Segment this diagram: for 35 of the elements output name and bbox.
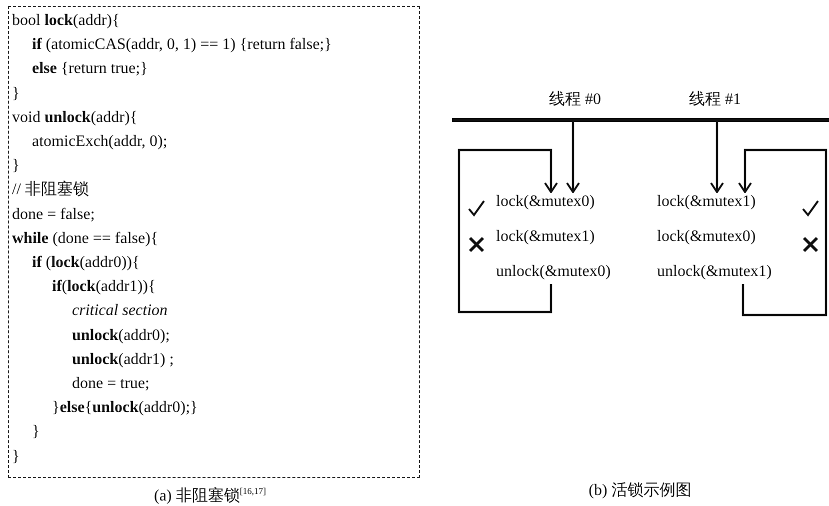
code-step: unlock(&mutex1) bbox=[657, 262, 772, 282]
code-line: done = false; bbox=[12, 204, 95, 225]
code-line: done = true; bbox=[72, 374, 150, 394]
code-line: } bbox=[12, 156, 20, 176]
thread-label: 线程 #0 bbox=[549, 90, 601, 110]
code-line: critical section bbox=[72, 301, 168, 322]
code-line: } bbox=[12, 84, 20, 104]
code-step: lock(&mutex0) bbox=[496, 192, 595, 212]
code-step: unlock(&mutex0) bbox=[496, 262, 611, 282]
arrow bbox=[738, 148, 828, 316]
code-line: void unlock(addr){ bbox=[12, 108, 138, 128]
code-line: unlock(addr1) ; bbox=[72, 350, 174, 370]
arrow bbox=[458, 148, 558, 314]
arrow bbox=[566, 122, 580, 193]
code-step: lock(&mutex0) bbox=[657, 227, 756, 247]
code-line: while (done == false){ bbox=[12, 228, 158, 249]
code-line: else {return true;} bbox=[32, 59, 148, 80]
timeline-bar bbox=[452, 118, 829, 122]
caption: (b) 活锁示例图 bbox=[588, 481, 692, 501]
code-line: if(lock(addr1)){ bbox=[52, 277, 156, 298]
code-line: // 非阻塞锁 bbox=[12, 180, 89, 200]
code-step: lock(&mutex1) bbox=[496, 227, 595, 247]
caption: (a) 非阻塞锁$^{[16,17]}$ bbox=[154, 485, 266, 506]
code-line: if (atomicCAS(addr, 0, 1) == 1) {return false;} bbox=[32, 35, 332, 56]
code-line: } bbox=[12, 446, 20, 467]
code-line: }else{unlock(addr0);} bbox=[52, 398, 198, 418]
code-line: } bbox=[32, 422, 40, 442]
code-line: unlock(addr0); bbox=[72, 326, 170, 346]
code-panel bbox=[8, 6, 420, 478]
arrow bbox=[710, 122, 724, 193]
thread-label: 线程 #1 bbox=[689, 90, 741, 110]
code-line: if (lock(addr0)){ bbox=[32, 253, 140, 273]
code-step: lock(&mutex1) bbox=[657, 192, 756, 212]
code-line: bool lock(addr){ bbox=[12, 11, 120, 31]
code-line: atomicExch(addr, 0); bbox=[32, 132, 168, 152]
